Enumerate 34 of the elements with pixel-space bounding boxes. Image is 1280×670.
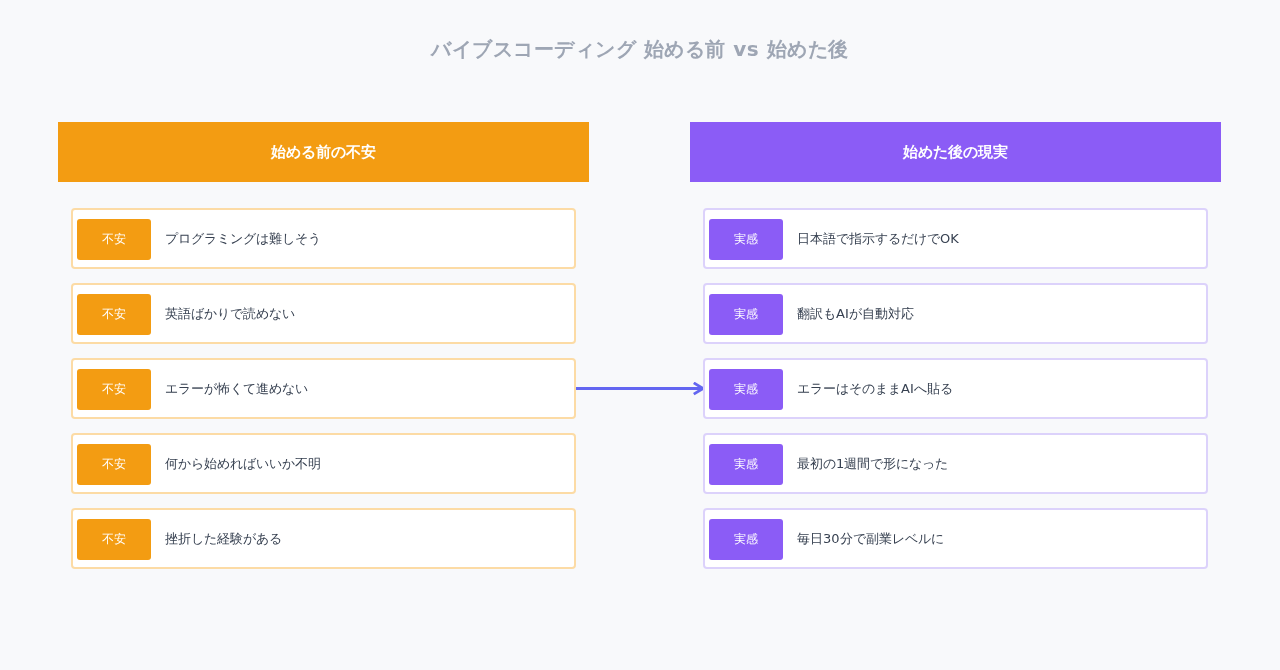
item-card	[71, 433, 576, 494]
category-tag: 不安	[77, 519, 151, 560]
category-tag: 不安	[77, 294, 151, 335]
item-text: 毎日30分で副業レベルに	[797, 529, 944, 548]
item-text: 英語ばかりで読めない	[165, 304, 295, 323]
item-card	[71, 208, 576, 269]
item-card	[703, 283, 1208, 344]
item-text: 日本語で指示するだけでOK	[797, 229, 959, 248]
item-text: 翻訳もAIが自動対応	[797, 304, 914, 323]
item-text: エラーが怖くて進めない	[165, 379, 308, 398]
item-text: 最初の1週間で形になった	[797, 454, 949, 473]
item-card	[71, 358, 576, 419]
column-header: 始める前の不安	[58, 122, 589, 182]
arrow	[576, 381, 705, 396]
item-card	[71, 283, 576, 344]
item-text: 挫折した経験がある	[165, 529, 282, 548]
category-tag: 不安	[77, 219, 151, 260]
category-tag: 実感	[709, 294, 783, 335]
category-tag: 不安	[77, 369, 151, 410]
category-tag: 実感	[709, 219, 783, 260]
diagram-title: バイブスコーディング 始める前 vs 始めた後	[431, 36, 849, 63]
item-text: エラーはそのままAIへ貼る	[797, 379, 953, 398]
item-card	[703, 358, 1208, 419]
category-tag: 実感	[709, 369, 783, 410]
item-card	[703, 208, 1208, 269]
item-card	[703, 433, 1208, 494]
column-header: 始めた後の現実	[690, 122, 1221, 182]
item-card	[71, 508, 576, 569]
category-tag: 実感	[709, 519, 783, 560]
category-tag: 不安	[77, 444, 151, 485]
item-text: プログラミングは難しそう	[165, 229, 321, 248]
category-tag: 実感	[709, 444, 783, 485]
item-text: 何から始めればいいか不明	[165, 454, 321, 473]
item-card	[703, 508, 1208, 569]
